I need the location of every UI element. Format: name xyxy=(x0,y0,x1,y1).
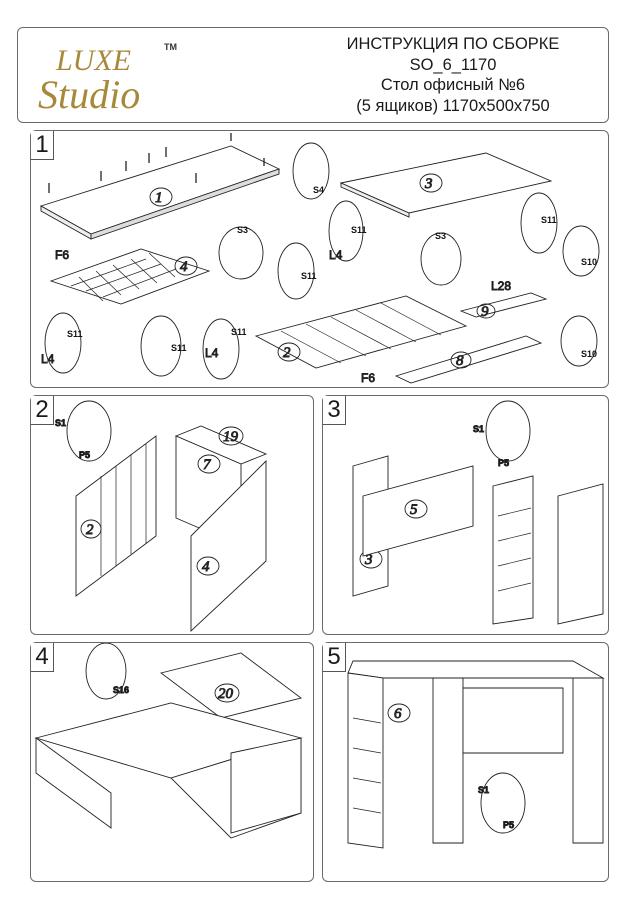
svg-text:S11: S11 xyxy=(301,271,317,281)
part-4-frame xyxy=(49,248,211,305)
step-panel-2: 2 19 7 2 4 S1 P5 xyxy=(30,395,314,635)
label-f6-a: F6 xyxy=(55,248,69,262)
label-l28: L28 xyxy=(491,279,511,293)
part-label: 5 xyxy=(410,502,418,518)
part-label: 1 xyxy=(155,190,163,206)
part-label: 8 xyxy=(456,353,464,369)
part-label: 2 xyxy=(86,522,94,538)
step-5-drawing: 6 S1 P5 xyxy=(347,660,605,849)
part-label: 4 xyxy=(202,559,210,575)
part-label: 2 xyxy=(283,345,291,361)
step-panel-5: 5 6 S1 P5 xyxy=(322,642,609,882)
detail-callouts xyxy=(44,142,600,380)
svg-text:S4: S4 xyxy=(313,185,324,195)
part-label: 9 xyxy=(481,304,489,320)
step-number: 3 xyxy=(323,396,346,425)
svg-text:S11: S11 xyxy=(541,215,557,225)
brand-line1: LUXE xyxy=(55,44,131,77)
fastener-label: S1 xyxy=(55,418,66,428)
part-8-board xyxy=(394,335,543,384)
fastener-label: P5 xyxy=(498,458,509,468)
part-9-board xyxy=(459,292,548,318)
label-l4-a: L4 xyxy=(329,248,343,262)
step-number: 4 xyxy=(31,643,54,672)
step-panel-3: 3 3 5 S1 P5 xyxy=(322,395,609,635)
svg-text:S11: S11 xyxy=(171,343,187,353)
title-line: SO_6_1170 xyxy=(409,55,497,74)
svg-text:S3: S3 xyxy=(435,231,446,241)
part-label: 3 xyxy=(364,552,373,568)
title-line: (5 ящиков) 1170х500х750 xyxy=(356,96,550,115)
step-panel-1: 1 1 4 F6 3 xyxy=(30,130,609,388)
part-label: 19 xyxy=(223,429,239,445)
svg-text:S11: S11 xyxy=(351,225,367,235)
brand-logo: LUXE Studio TM xyxy=(38,42,177,117)
step-number: 5 xyxy=(323,643,346,672)
pin-group xyxy=(48,133,265,193)
fastener-label: S16 xyxy=(113,685,129,695)
part-label: 6 xyxy=(394,706,402,722)
fastener-label: P5 xyxy=(79,450,90,460)
step-1-drawing: 1 4 F6 3 2 F6 xyxy=(39,133,600,385)
fastener-label: S1 xyxy=(473,424,484,434)
part-2-frame xyxy=(254,295,468,369)
header-frame xyxy=(17,27,609,123)
svg-text:S11: S11 xyxy=(231,327,247,337)
label-f6-b: F6 xyxy=(361,371,375,385)
step-2-drawing: 19 7 2 4 S1 P5 xyxy=(55,400,268,633)
step-3-drawing: 3 5 S1 P5 xyxy=(352,400,604,625)
svg-text:S11: S11 xyxy=(67,329,83,339)
svg-text:S10: S10 xyxy=(581,349,597,359)
brand-line2: Studio xyxy=(38,72,140,117)
part-label: 4 xyxy=(180,259,188,275)
brand-tm: TM xyxy=(164,42,177,52)
label-l4-c: L4 xyxy=(205,346,219,360)
document-title: ИНСТРУКЦИЯ ПО СБОРКЕ SO_6_1170 Стол офис… xyxy=(308,34,598,116)
fastener-labels: S4 S3 S3 S11 S11 S11 S11 S11 S11 S10 S10 xyxy=(67,185,597,359)
fastener-label: P5 xyxy=(503,820,514,830)
step-4-drawing: 20 S16 xyxy=(34,643,303,839)
part-label: 3 xyxy=(424,176,433,192)
step-number: 1 xyxy=(31,131,54,160)
title-line: ИНСТРУКЦИЯ ПО СБОРКЕ xyxy=(346,35,560,53)
step-number: 2 xyxy=(31,396,54,425)
part-label: 7 xyxy=(203,457,212,473)
part-label: 20 xyxy=(218,686,234,702)
fastener-label: S1 xyxy=(478,785,489,795)
part-3-board xyxy=(339,152,553,214)
step-panel-4: 4 20 S16 xyxy=(30,642,314,882)
label-l4-b: L4 xyxy=(41,352,55,366)
svg-text:S3: S3 xyxy=(237,225,248,235)
title-line: Стол офисный №6 xyxy=(380,76,526,94)
svg-text:S10: S10 xyxy=(581,257,597,267)
